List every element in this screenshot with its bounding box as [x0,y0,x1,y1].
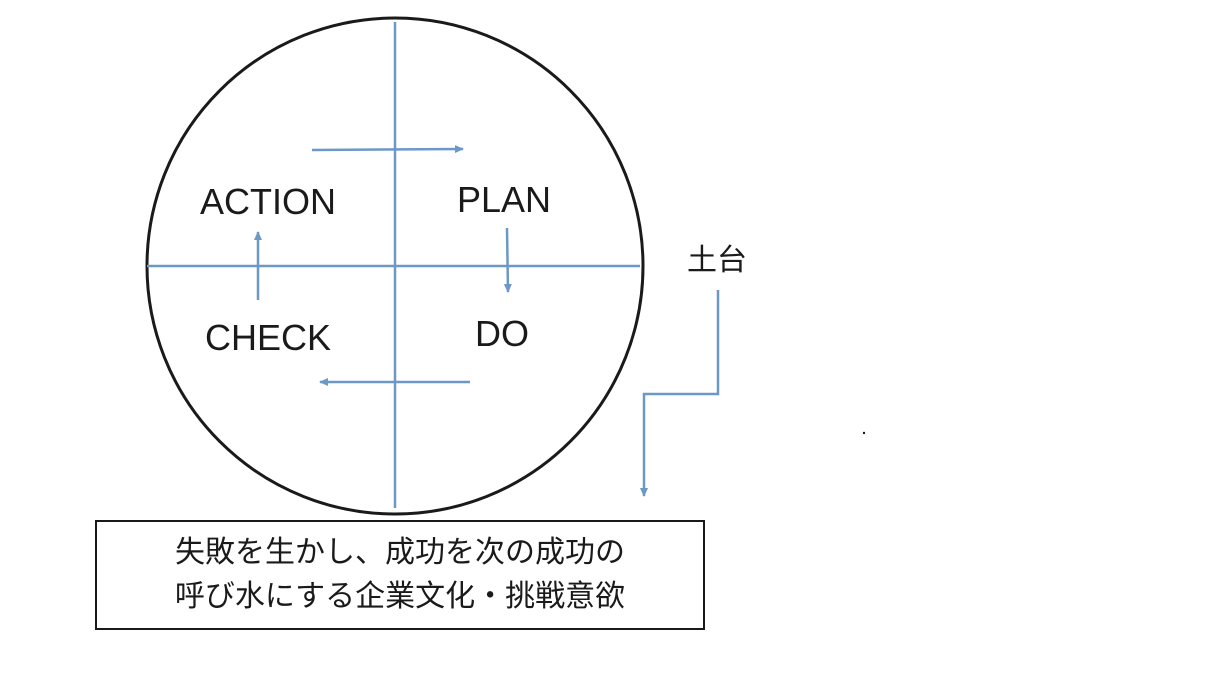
foundation-connector-arrow [640,290,720,497]
arrow-plan-to-do [503,227,512,293]
foundation-text-line-2: 呼び水にする企業文化・挑戦意欲 [174,579,626,614]
foundation-text-line-1: 失敗を生かし、成功を次の成功の [175,535,625,570]
arrow-action-to-plan [311,145,464,154]
label-foundation: 土台 [687,243,747,278]
label-do: DO [475,313,529,354]
stray-dot [862,431,866,435]
label-check: CHECK [205,317,331,358]
foundation-box: 失敗を生かし、成功を次の成功の 呼び水にする企業文化・挑戦意欲 [95,520,705,630]
label-plan: PLAN [457,179,551,220]
label-action: ACTION [200,181,336,222]
